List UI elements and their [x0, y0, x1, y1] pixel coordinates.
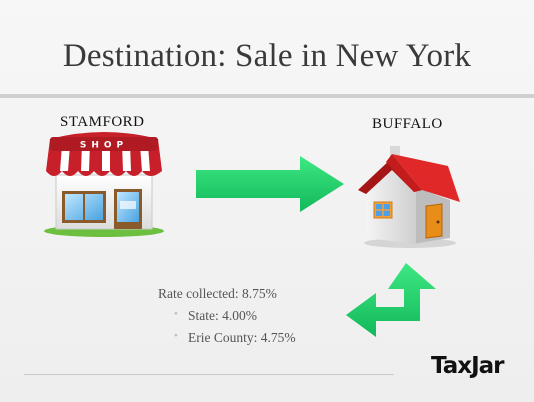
destination-city-label: BUFFALO	[372, 116, 443, 132]
rate-collected: Rate collected: 8.75%	[158, 286, 277, 301]
shop-sign-text: SHOP	[80, 141, 128, 151]
rate-breakdown-list: State: 4.00% Erie County: 4.75%	[158, 308, 296, 346]
origin-city-label: STAMFORD	[60, 114, 145, 130]
arrow-right-icon	[196, 156, 344, 212]
arrow-return-icon	[346, 263, 436, 337]
footer-divider	[24, 374, 394, 375]
title-divider	[0, 94, 534, 98]
rate-item-county: Erie County: 4.75%	[174, 330, 296, 346]
house-icon	[358, 146, 460, 248]
slide-title: Destination: Sale in New York	[62, 38, 472, 74]
rate-summary: Rate collected: 8.75% State: 4.00% Erie …	[158, 286, 296, 352]
taxjar-logo: TaxJar	[431, 353, 505, 379]
shop-icon: SHOP	[44, 132, 164, 237]
rate-item-state: State: 4.00%	[174, 308, 296, 324]
